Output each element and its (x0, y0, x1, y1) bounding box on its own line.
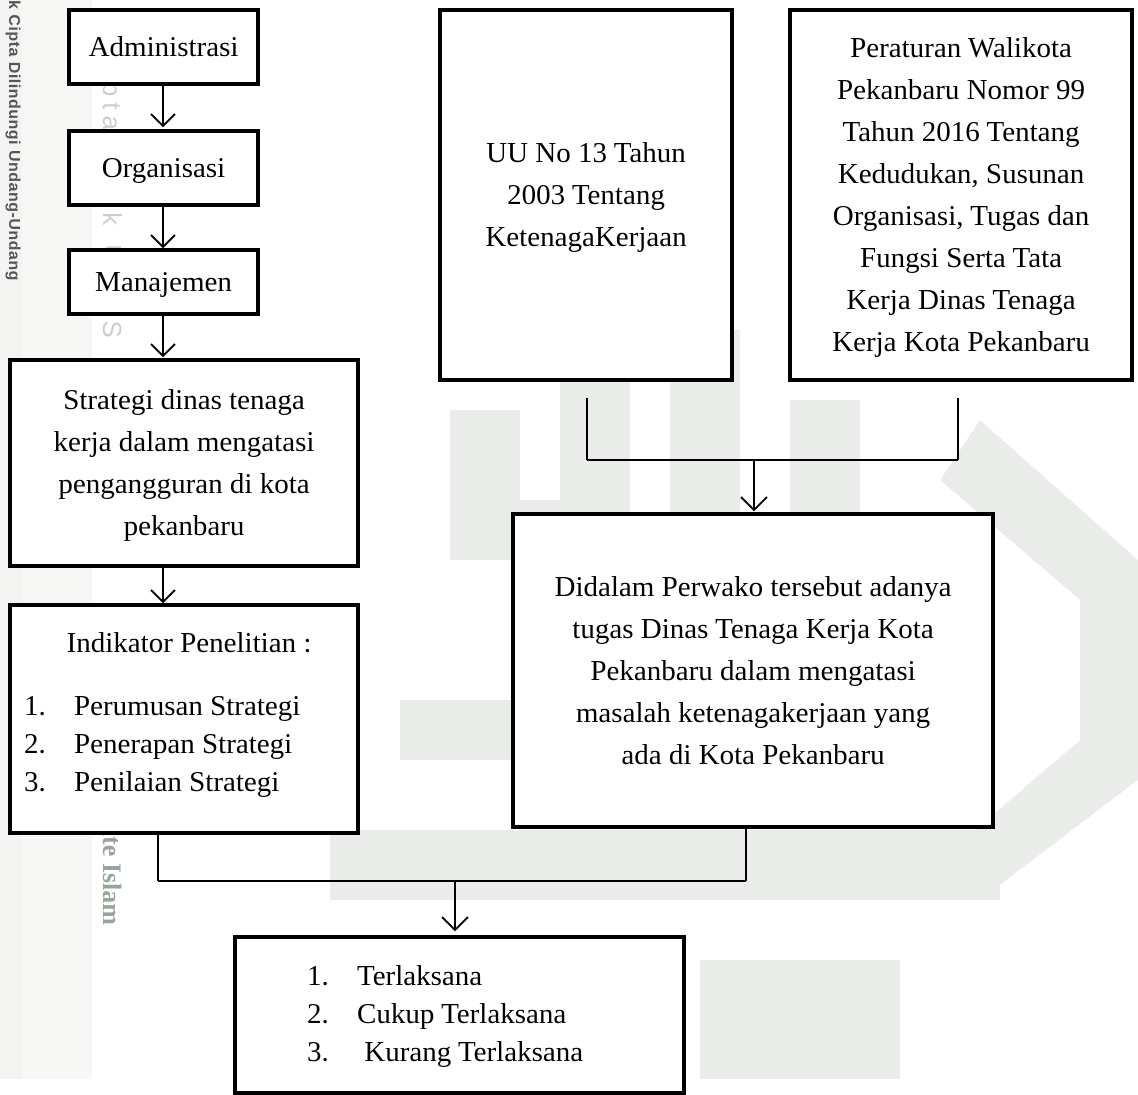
strategi-box: Strategi dinas tenaga kerja dalam mengat… (8, 358, 360, 568)
indikator-item: 2.Penerapan Strategi (24, 728, 293, 760)
manajemen-box: Manajemen (67, 248, 260, 316)
administrasi-label: Administrasi (88, 31, 239, 63)
uu-label: UU No 13 Tahun 2003 Tentang KetenagaKerj… (485, 137, 687, 253)
didalam-box: Didalam Perwako tersebut adanya tugas Di… (511, 512, 995, 829)
uu-box: UU No 13 Tahun 2003 Tentang KetenagaKerj… (438, 8, 734, 382)
manajemen-label: Manajemen (95, 266, 232, 298)
indikator-item: 1.Perumusan Strategi (24, 690, 301, 722)
hasil-item: 1.Terlaksana (307, 960, 483, 992)
organisasi-box: Organisasi (67, 129, 260, 207)
indikator-item: 3.Penilaian Strategi (24, 766, 280, 798)
hasil-box: 1.Terlaksana 2.Cukup Terlaksana 3. Kuran… (233, 935, 686, 1095)
administrasi-box: Administrasi (67, 8, 260, 86)
hasil-item: 2.Cukup Terlaksana (307, 998, 567, 1030)
perwako-box: Peraturan Walikota Pekanbaru Nomor 99 Ta… (788, 8, 1134, 382)
didalam-label: Didalam Perwako tersebut adanya tugas Di… (554, 570, 952, 771)
perwako-label: Peraturan Walikota Pekanbaru Nomor 99 Ta… (832, 32, 1090, 358)
indikator-title: Indikator Penelitian : (66, 627, 312, 659)
strategi-label: Strategi dinas tenaga kerja dalam mengat… (53, 384, 315, 542)
hasil-item: 3. Kurang Terlaksana (307, 1036, 584, 1068)
indikator-box: Indikator Penelitian : 1.Perumusan Strat… (8, 603, 360, 835)
organisasi-label: Organisasi (101, 152, 226, 184)
indikator-list: 1.Perumusan Strategi 2.Penerapan Strateg… (24, 687, 300, 801)
watermark-side-text: k Cipta Dilindungi Undang-Undang (5, 0, 22, 281)
hasil-list: 1.Terlaksana 2.Cukup Terlaksana 3. Kuran… (307, 957, 583, 1071)
